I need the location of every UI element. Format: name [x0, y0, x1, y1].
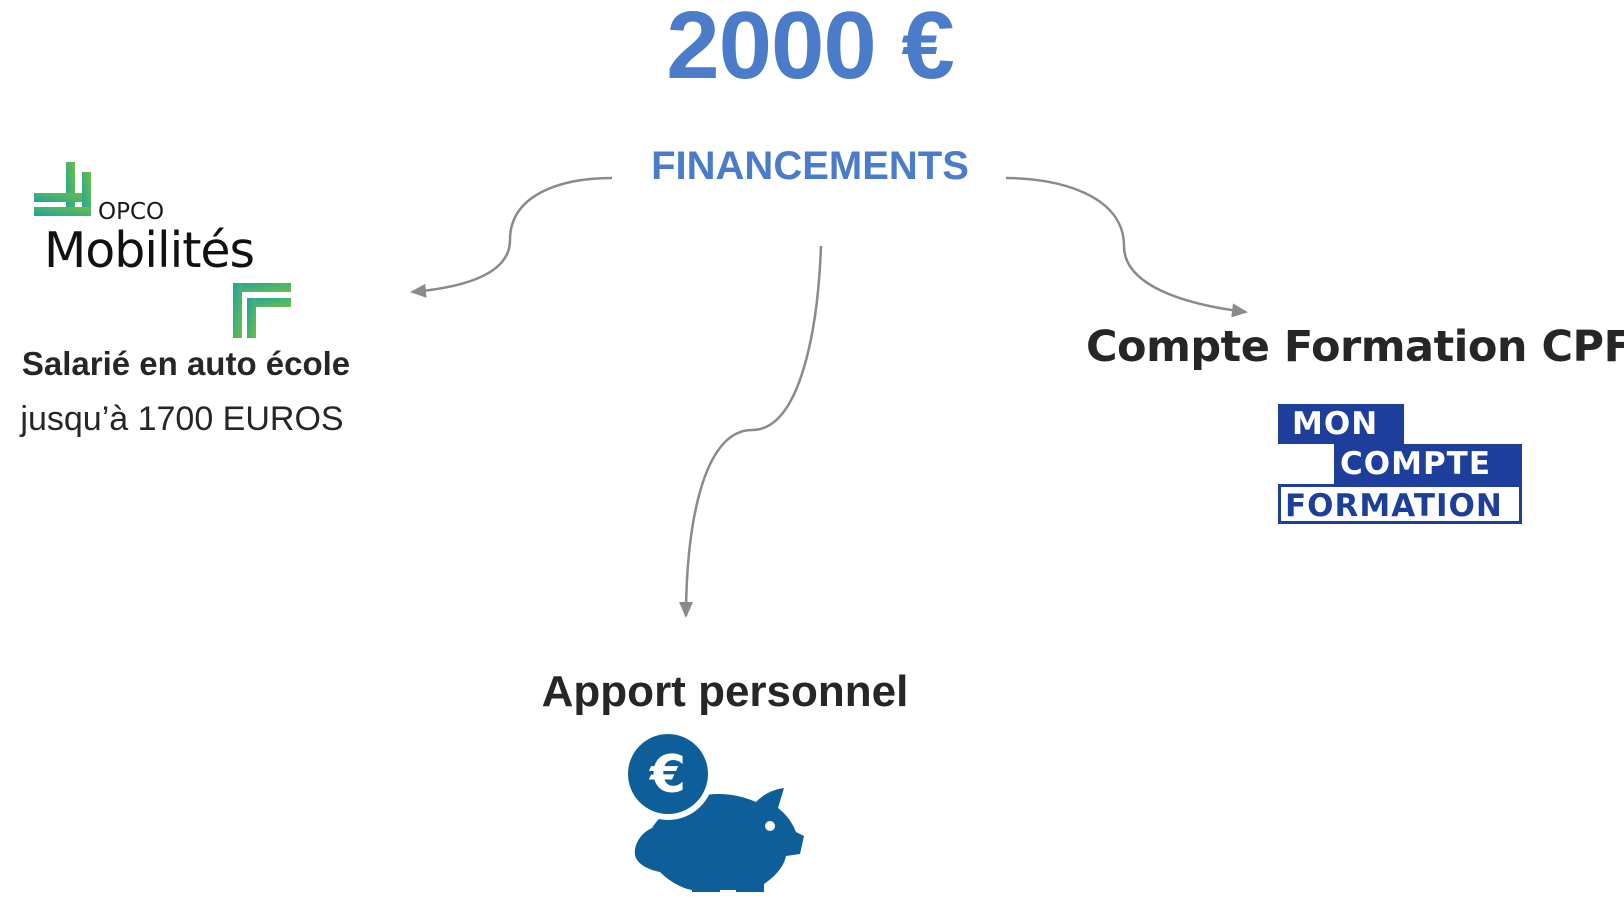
- arrow-to-cpf: [1005, 176, 1248, 318]
- opco-logo-big-text: Mobilités: [44, 222, 255, 279]
- cpf-title: Compte Formation CPF: [1086, 322, 1624, 372]
- arrow-to-opco: [410, 176, 613, 298]
- financements-heading: FINANCEMENTS: [651, 144, 969, 188]
- opco-title: Salarié en auto école: [21, 345, 351, 382]
- piggy-bank-euro-icon: €: [620, 728, 820, 892]
- mon-compte-formation-logo: COMPTE MON FORMATION: [1278, 404, 1522, 524]
- apport-title: Apport personnel: [541, 667, 909, 716]
- amount-value: 2000 €: [666, 0, 955, 99]
- opco-mobilites-logo: [28, 158, 298, 338]
- mcf-line-formation: FORMATION: [1278, 484, 1522, 524]
- svg-text:€: €: [649, 745, 686, 805]
- mcf-gap: [1278, 444, 1334, 484]
- mcf-line-mon: MON: [1278, 404, 1404, 444]
- arrow-to-apport: [679, 245, 823, 618]
- opco-logo-small-text: OPCO: [98, 199, 165, 225]
- opco-mark-icon: [34, 162, 291, 338]
- opco-subtitle: jusqu’à 1700 EUROS: [20, 400, 344, 438]
